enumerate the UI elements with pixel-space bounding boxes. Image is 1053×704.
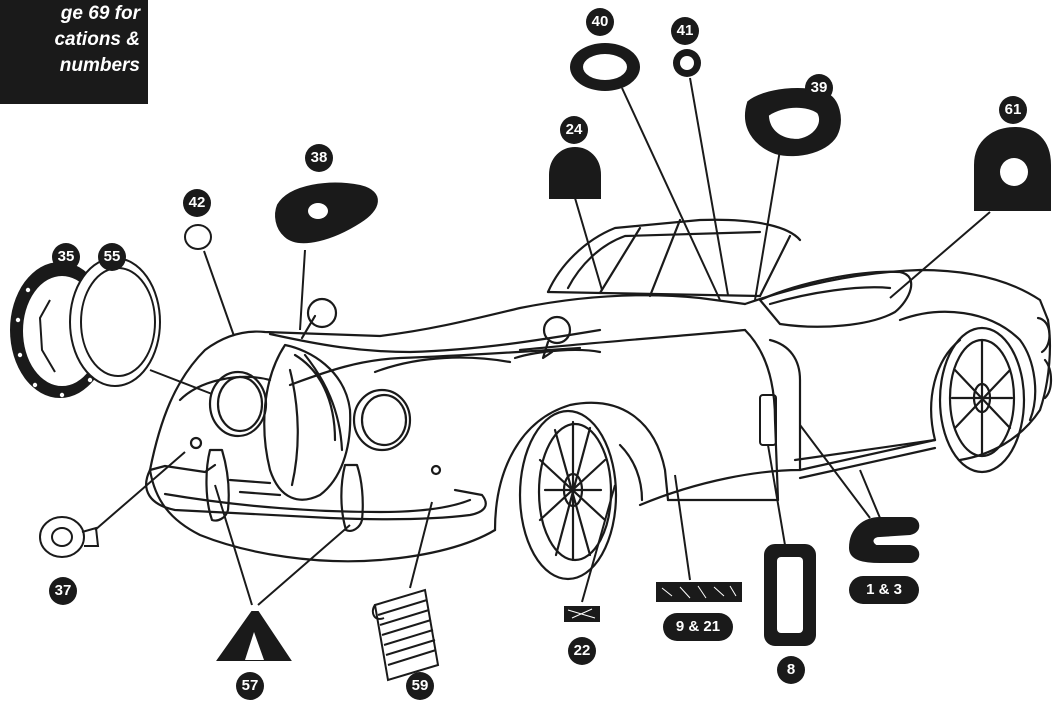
callout-55: 55 — [98, 243, 126, 271]
rear-wire-wheel — [940, 328, 1024, 472]
callout-41: 41 — [671, 17, 699, 45]
callout-1-3: 1 & 3 — [849, 576, 919, 604]
part-24-rubber-buffer — [550, 148, 602, 290]
callout-37: 37 — [49, 577, 77, 605]
fuel-filler — [544, 317, 570, 343]
part-38-mirror-base-pad — [276, 184, 377, 330]
callout-8: 8 — [777, 656, 805, 684]
callout-9-21: 9 & 21 — [663, 613, 733, 641]
part-55-headlamp-rim — [70, 258, 212, 394]
callout-61: 61 — [999, 96, 1027, 124]
part-61-rubber-grommet — [890, 128, 1050, 298]
callout-40: 40 — [586, 8, 614, 36]
callout-22: 22 — [568, 637, 596, 665]
callout-38: 38 — [305, 144, 333, 172]
car-body-outline — [150, 270, 1050, 561]
callout-24: 24 — [560, 116, 588, 144]
front-bumper — [146, 450, 486, 531]
part-42-grommet — [185, 225, 211, 249]
callout-42: 42 — [183, 189, 211, 217]
part-59-grille-strip — [373, 502, 438, 680]
part-39-sidescreen-seal — [742, 81, 845, 300]
callout-39: 39 — [805, 74, 833, 102]
headlamps — [210, 372, 410, 450]
callout-57: 57 — [236, 672, 264, 700]
callout-59: 59 — [406, 672, 434, 700]
front-wire-wheel — [520, 411, 616, 579]
callout-35: 35 — [52, 243, 80, 271]
